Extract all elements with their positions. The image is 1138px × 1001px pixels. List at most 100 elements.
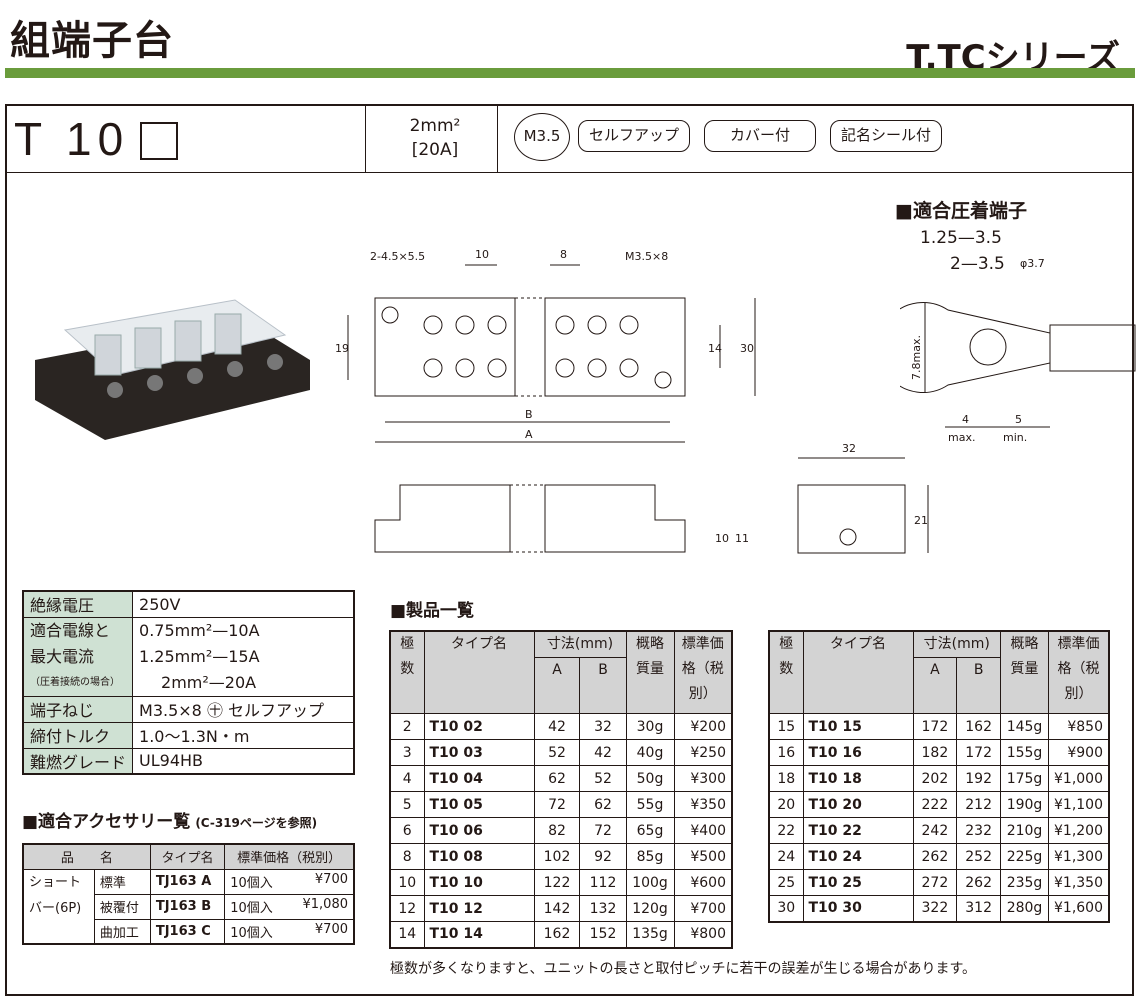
col-header-type: タイプ名 — [802, 630, 914, 714]
cover-rib — [174, 320, 202, 362]
crimp-size-2: 2—3.5 — [950, 254, 1005, 274]
header-text: 標準価格（税別） — [681, 636, 724, 702]
cell: T10 03 — [423, 739, 535, 766]
cell: 24 — [768, 843, 804, 870]
cell: 42 — [533, 713, 581, 740]
cell: 85g — [625, 843, 675, 870]
badge-label-seal: 記名シール付 — [830, 120, 942, 152]
crimp-min: min. — [1003, 431, 1027, 444]
product-list-title: ■製品一覧 — [390, 601, 475, 621]
cell: T10 25 — [802, 869, 914, 896]
cell: 25 — [768, 869, 804, 896]
price-cell: 10個入¥1,080 — [224, 893, 355, 920]
price: ¥700 — [314, 872, 348, 887]
dim-hole-label: 2-4.5×5.5 — [370, 250, 425, 263]
cell: 2 — [389, 713, 425, 740]
cell: ¥900 — [1048, 739, 1110, 766]
cell: ¥1,600 — [1048, 895, 1110, 922]
col-header: 標準価格（税別） — [224, 843, 355, 870]
crimp-phi: φ3.7 — [1020, 257, 1045, 270]
spec-value: UL94HB — [132, 747, 355, 775]
col-header-price: 標準価格（税別） — [673, 630, 733, 714]
dim-10-label: 10 — [715, 532, 729, 545]
cell: 10 — [389, 869, 425, 896]
col-header: タイプ名 — [149, 843, 226, 870]
cell: 52 — [579, 765, 627, 792]
header-text: 概略質量 — [636, 636, 664, 677]
mount-hole — [654, 371, 672, 389]
screw-icon — [267, 354, 283, 370]
spec-label-note: （圧着接続の場合） — [30, 676, 120, 688]
dim-pitch2-label: 8 — [560, 248, 567, 261]
dim-screw-label: M3.5×8 — [625, 250, 668, 263]
cell: T10 20 — [802, 791, 914, 818]
header-text: 極数 — [779, 636, 794, 677]
dim-pitch-label: 10 — [475, 248, 489, 261]
cell: 162 — [533, 921, 581, 948]
col-header-poles: 極数 — [389, 630, 425, 714]
dim-11-label: 11 — [735, 532, 749, 545]
mount-hole — [381, 306, 399, 324]
cell: 212 — [956, 791, 1001, 818]
crimp-title: ■適合圧着端子 — [895, 200, 1027, 222]
dim-14-label: 14 — [708, 342, 722, 355]
block-left — [374, 297, 516, 397]
cell: T10 15 — [802, 713, 914, 740]
spec-label: 端子ねじ — [22, 695, 134, 723]
cell: 132 — [579, 895, 627, 922]
cell: 172 — [912, 713, 958, 740]
cell: ¥700 — [673, 895, 733, 922]
cell: T10 30 — [802, 895, 914, 922]
side-right — [544, 484, 686, 553]
cell: 12 — [389, 895, 425, 922]
spec-value: M3.5×8 ㊉ セルフアップ — [132, 695, 355, 723]
kind: 曲加工 — [93, 918, 151, 945]
qty: 10個入 — [230, 925, 273, 941]
qty: 10個入 — [230, 876, 273, 891]
model-suffix-box — [140, 122, 178, 160]
col-header-b: B — [579, 657, 627, 714]
cell: 100g — [625, 869, 675, 896]
spec-value: 1.0〜1.3N・m — [132, 721, 355, 749]
cell: T10 22 — [802, 817, 914, 844]
cell: 82 — [533, 817, 581, 844]
product-frame — [5, 104, 1134, 996]
model-name: T 10 — [14, 113, 130, 165]
cell: T10 06 — [423, 817, 535, 844]
spec-value-line: 2mm²—20A — [161, 672, 257, 692]
badge-m35: M3.5 — [514, 113, 570, 161]
col-header-a: A — [533, 657, 581, 714]
cell: 222 — [912, 791, 958, 818]
col-header-b: B — [956, 657, 1001, 714]
cell: 16 — [768, 739, 804, 766]
cell: 182 — [912, 739, 958, 766]
cell: 20 — [768, 791, 804, 818]
col-header-type: タイプ名 — [423, 630, 535, 714]
cell: 190g — [1000, 791, 1049, 818]
spec-label: 難燃グレード — [22, 747, 134, 775]
cell: 202 — [912, 765, 958, 792]
spec-label: 締付トルク — [22, 721, 134, 749]
cell: ¥850 — [1048, 713, 1110, 740]
cell: 112 — [579, 869, 627, 896]
header-text: 概略質量 — [1010, 636, 1039, 677]
cell: ¥350 — [673, 791, 733, 818]
dim-19-label: 19 — [335, 342, 349, 355]
cell: 322 — [912, 895, 958, 922]
cell: 30 — [768, 895, 804, 922]
screw-icon — [187, 368, 203, 384]
price-cell: 10個入 ¥700 — [224, 868, 355, 895]
divider — [497, 105, 498, 172]
spec-value-line: 1.25mm²—15A — [139, 646, 260, 666]
crimp-terminal-drawing: φ3.7 7.8max. 4 max. 5 min. — [900, 257, 1136, 444]
group-line: ショート — [29, 874, 82, 890]
crimp-height: 7.8max. — [910, 335, 923, 380]
